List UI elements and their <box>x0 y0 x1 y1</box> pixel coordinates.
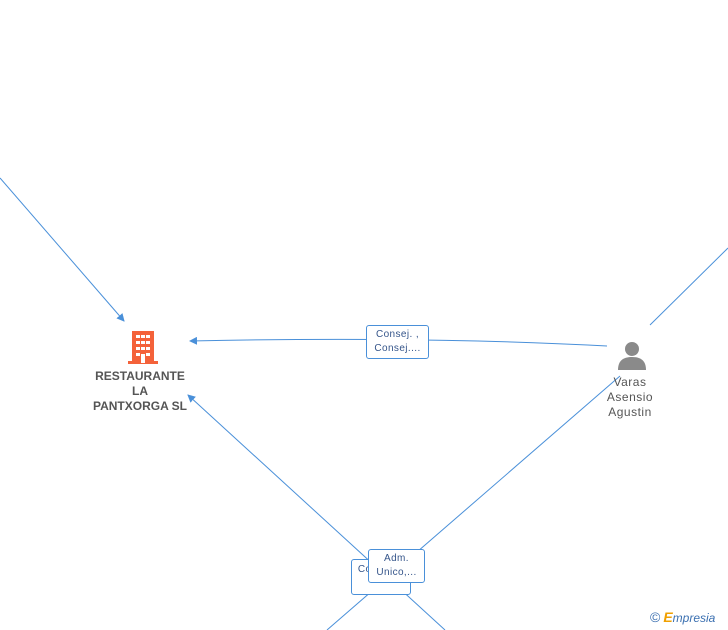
brand-initial: E <box>663 609 673 625</box>
brand-watermark: ©Empresia <box>650 609 715 625</box>
edge-line-topright <box>649 247 728 326</box>
edge-label-consej[interactable]: Consej. , Consej.... <box>366 325 429 359</box>
brand-name: mpresia <box>672 611 716 625</box>
person-icon[interactable] <box>617 340 647 370</box>
building-icon[interactable] <box>128 330 158 364</box>
person-node-label[interactable]: Varas Asensio Agustin <box>606 375 654 419</box>
edge-line-topleft <box>0 177 125 322</box>
company-node-label[interactable]: RESTAURANTE LA PANTXORGA SL <box>92 369 187 413</box>
copyright-symbol: © <box>650 609 661 625</box>
edge-label-adm-unico[interactable]: Adm. Unico,... <box>368 549 425 583</box>
